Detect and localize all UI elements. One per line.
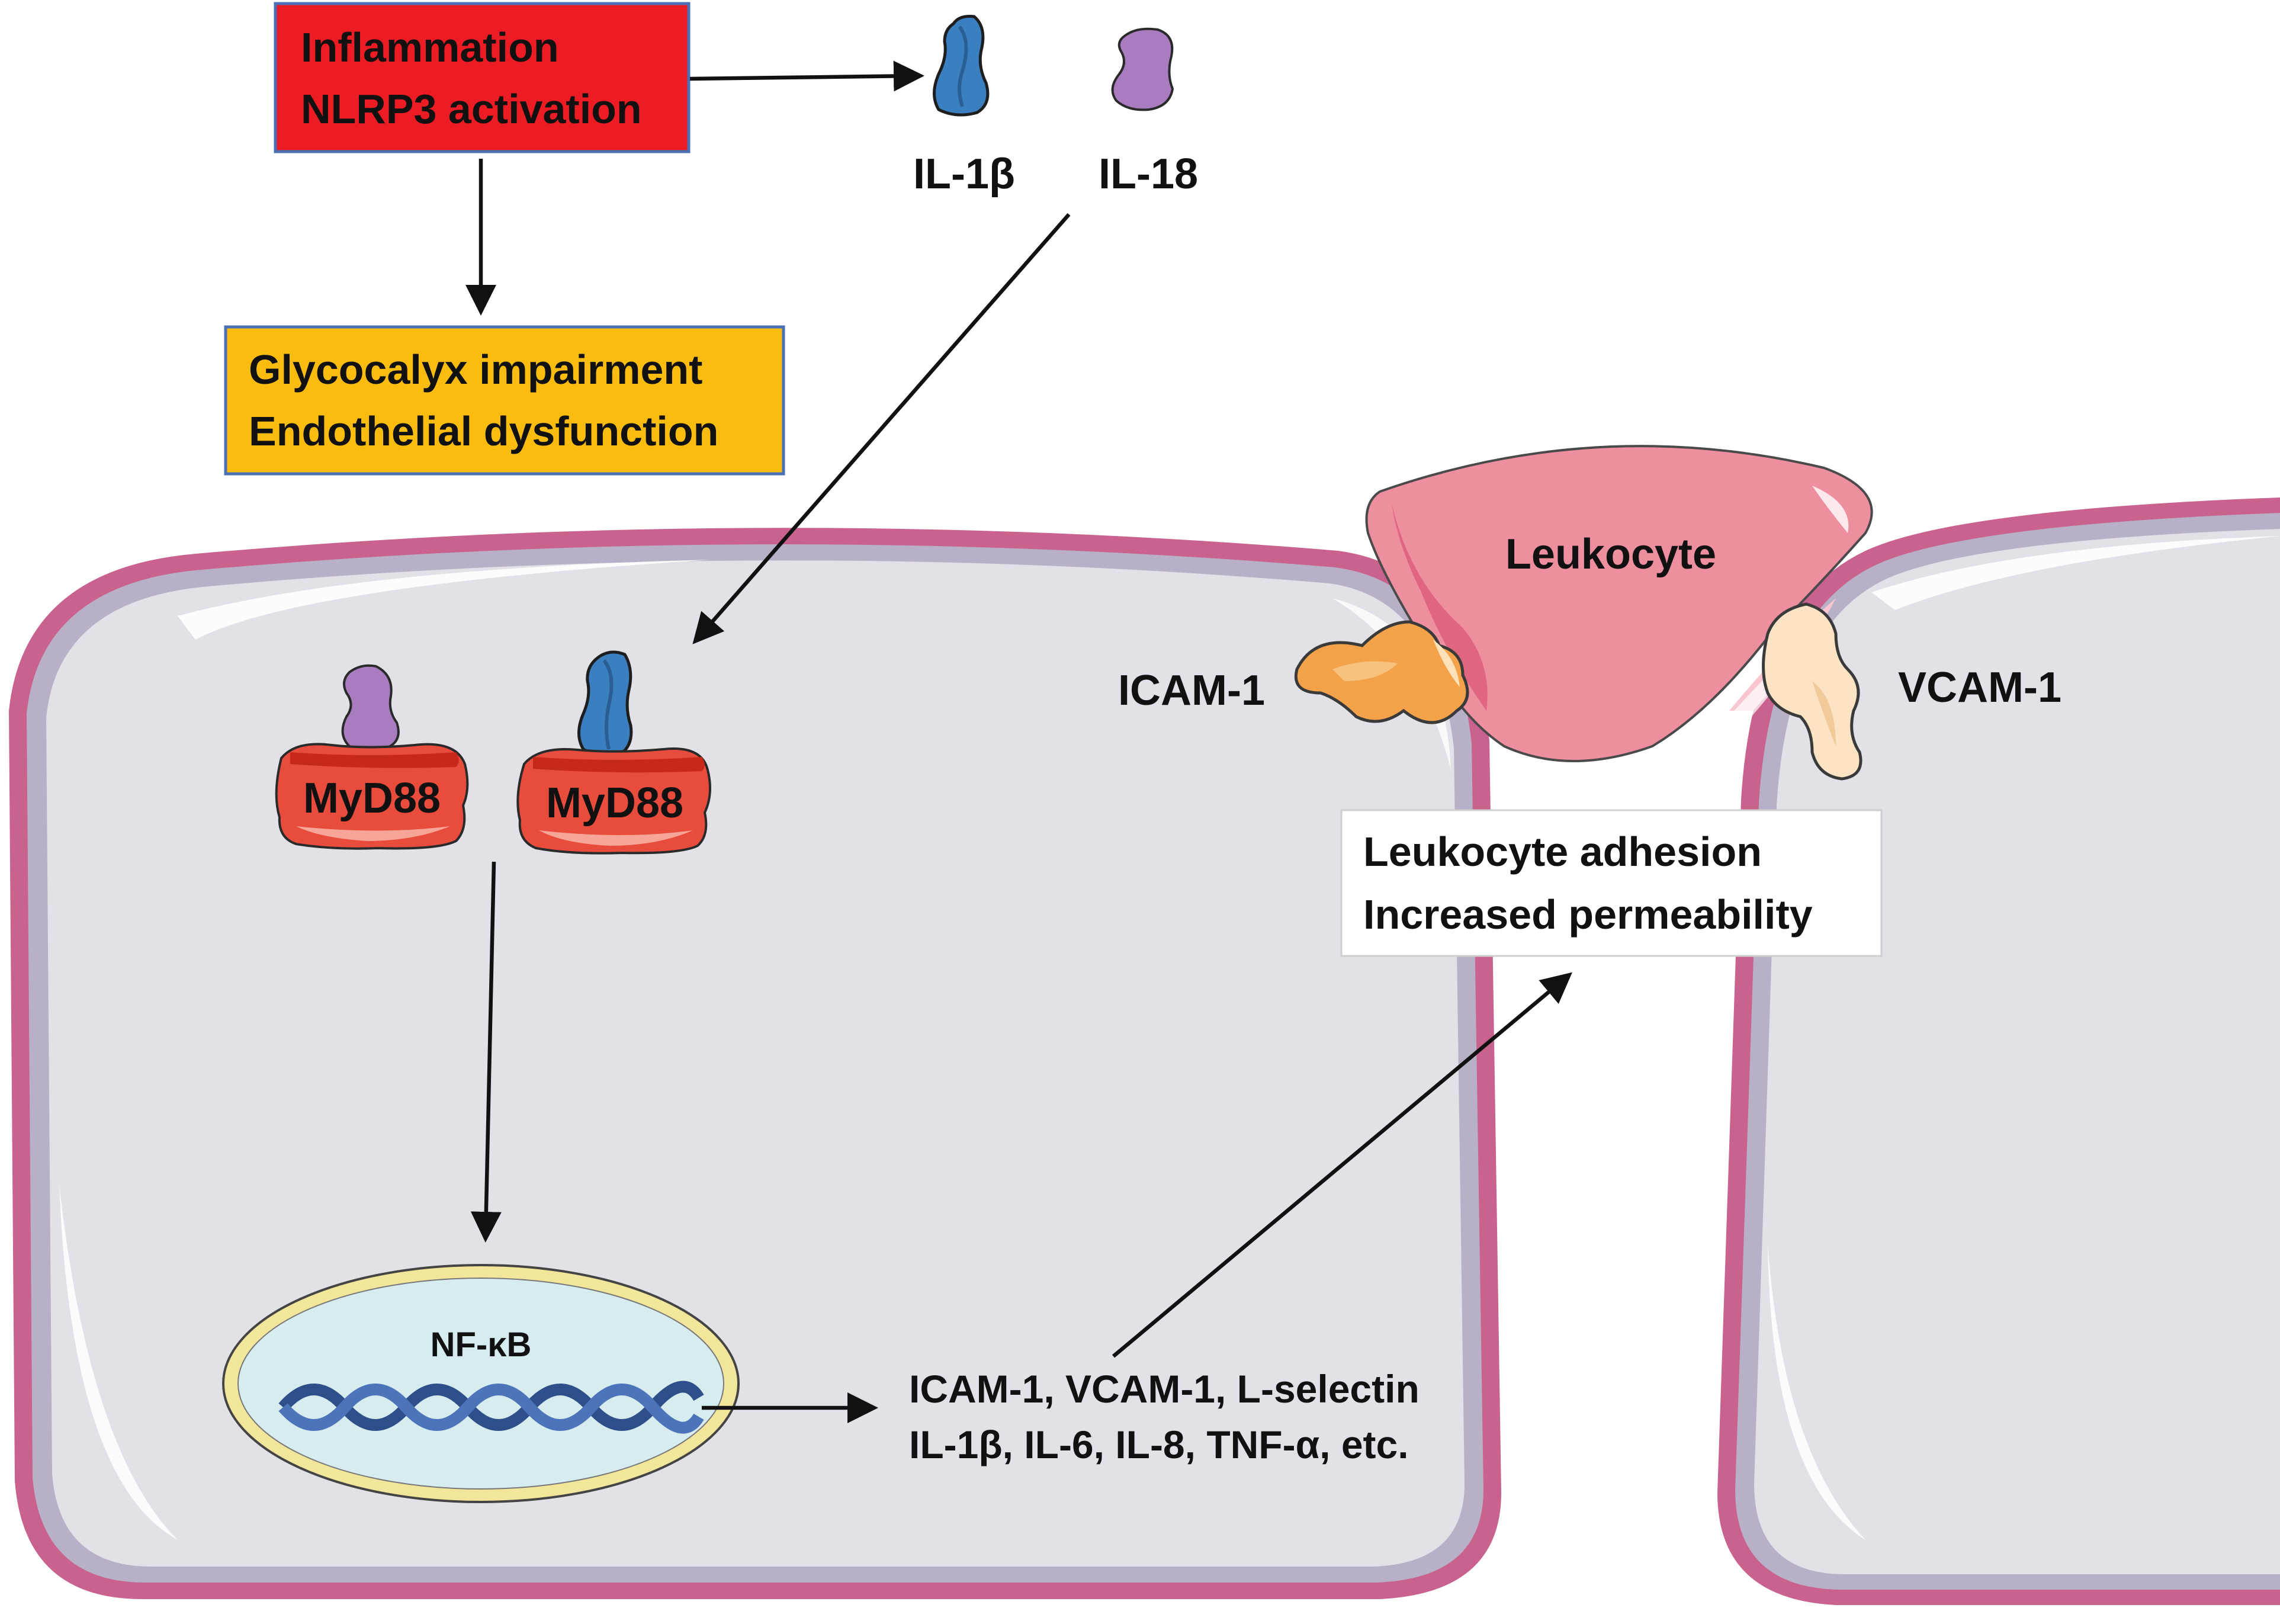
icam1-molecule [1295, 620, 1469, 724]
outcome-line1: Leukocyte adhesion [1363, 829, 1762, 875]
il18-protein-free [1111, 27, 1174, 111]
icam1-label: ICAM-1 [1118, 667, 1265, 714]
myd88-left-label: MyD88 [303, 775, 441, 822]
inflammation-line1: Inflammation [301, 24, 559, 70]
nucleus: NF-κB [222, 1264, 740, 1503]
il18-label: IL-18 [1099, 150, 1198, 198]
myd88-complex-right: MyD88 [516, 650, 711, 855]
arrow-receptor-to-nucleus [470, 861, 502, 1243]
vcam1-label: VCAM-1 [1898, 664, 2061, 711]
arrow-products-to-outcome [1112, 972, 1572, 1358]
myd88-right-label: MyD88 [546, 779, 683, 827]
glycocalyx-line1: Glycocalyx impairment [249, 346, 702, 393]
right-endothelial-cell [1717, 498, 2280, 1605]
outcome-box: Leukocyte adhesion Increased permeabilit… [1340, 809, 1883, 957]
inflammation-box: Inflammation NLRP3 activation [274, 2, 691, 153]
inflammation-line2: NLRP3 activation [301, 86, 642, 132]
glycocalyx-line2: Endothelial dysfunction [249, 408, 718, 454]
arrow-cytokines-to-receptor [692, 213, 1071, 644]
dna-helix-icon [278, 1381, 704, 1434]
myd88-complex-left: MyD88 [275, 664, 469, 850]
il1b-label: IL-1β [913, 150, 1015, 198]
gene-products-line1: ICAM-1, VCAM-1, L-selectin [909, 1367, 1420, 1411]
gene-products-line2: IL-1β, IL-6, IL-8, TNF-α, etc. [909, 1423, 1409, 1466]
il1b-protein-free [933, 15, 990, 117]
nfkb-label: NF-κB [431, 1325, 532, 1364]
outcome-line2: Increased permeability [1363, 891, 1813, 938]
glycocalyx-box: Glycocalyx impairment Endothelial dysfun… [224, 325, 785, 476]
leukocyte-label: Leukocyte [1505, 531, 1716, 578]
vcam1-molecule [1762, 602, 1862, 781]
arrow-inflammation-to-cytokines [689, 60, 924, 92]
